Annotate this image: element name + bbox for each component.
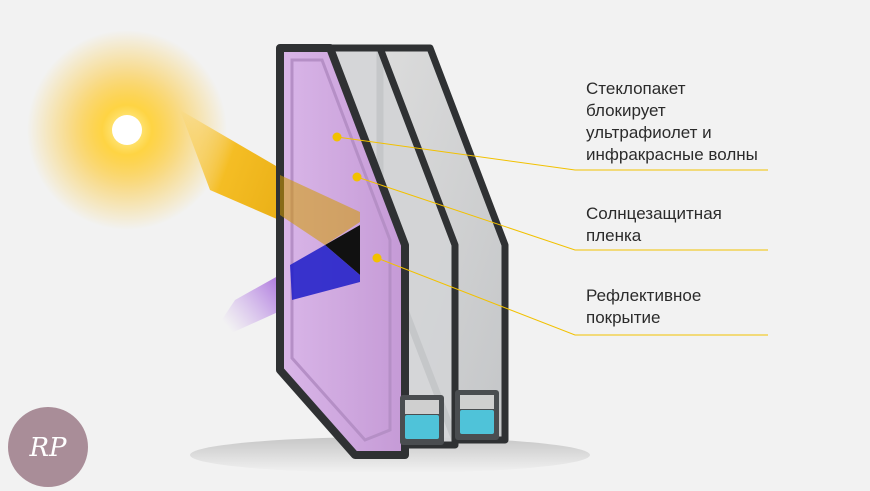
leader-dot-3	[372, 253, 382, 263]
logo-badge	[8, 407, 88, 487]
leader-dot-2	[352, 172, 362, 182]
callout-uv-ir-block: Стеклопакет блокирует ультрафиолет и инф…	[586, 79, 758, 164]
leader-line-3	[376, 257, 768, 336]
leader-line-2	[356, 176, 768, 251]
orange-beam-overlay	[280, 175, 360, 245]
leader-line-1	[336, 136, 768, 171]
callout-reflective: Рефлективное покрытие	[586, 286, 702, 327]
logo-text: RP	[28, 433, 67, 463]
sun-core	[112, 115, 142, 145]
front-pane-inner-frame	[290, 58, 392, 442]
leader-dot-1	[332, 132, 342, 142]
blue-beam-overlay	[290, 245, 360, 300]
spacer-bottom-right	[455, 390, 499, 440]
spacer-bottom-left	[400, 395, 444, 445]
beam-shadow	[325, 225, 360, 275]
callout-sun-film: Солнцезащитная пленка	[586, 204, 722, 245]
